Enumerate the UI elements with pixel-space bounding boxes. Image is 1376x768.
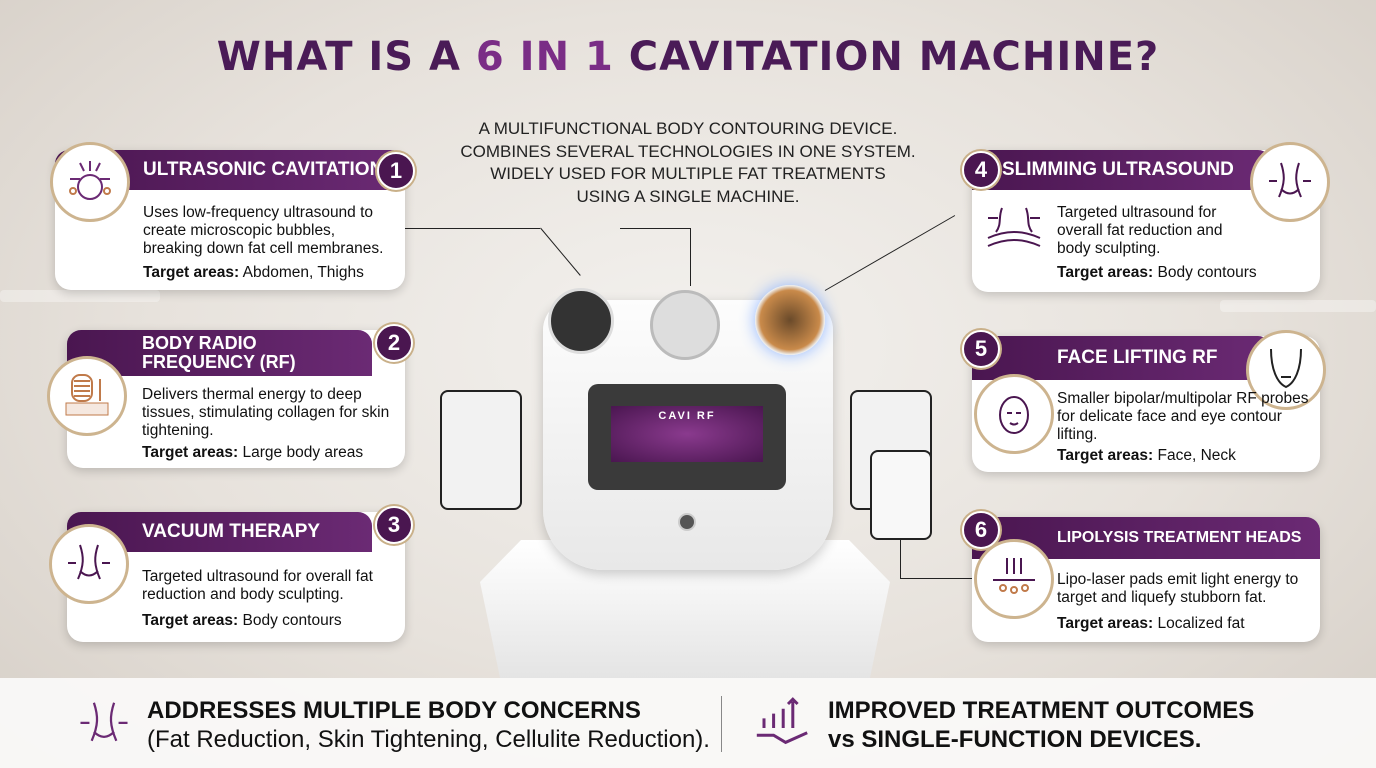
- card-title: ULTRASONIC CAVITATION: [143, 159, 384, 180]
- footer-benefits: ADDRESSES MULTIPLE BODY CONCERNS(Fat Red…: [0, 678, 1376, 768]
- subtitle-line: A multifunctional body contouring device…: [478, 119, 898, 138]
- face-icon: [974, 374, 1054, 454]
- subtitle-line: Widely used for multiple fat treatments: [490, 164, 886, 183]
- footer-divider: [721, 696, 722, 752]
- card-title: SLIMMING ULTRASOUND: [1002, 159, 1234, 180]
- card-description: Smaller bipolar/multipolar RF probes for…: [1057, 390, 1309, 443]
- card-target-areas: Target areas: Body contours: [142, 612, 342, 629]
- card-target-areas: Target areas: Large body areas: [142, 444, 364, 461]
- laser-skin-icon: [974, 539, 1054, 619]
- background-shelf: [0, 290, 160, 302]
- connector-line: [540, 227, 581, 276]
- waist-icon: [49, 524, 129, 604]
- number-badge: 2: [375, 324, 413, 362]
- footer-left-detail: (Fat Reduction, Skin Tightening, Celluli…: [147, 726, 710, 753]
- number-badge: 6: [962, 511, 1000, 549]
- card-description: Targeted ultrasound for overall fat redu…: [1057, 204, 1223, 257]
- waist-icon: [80, 702, 128, 742]
- background-shelf: [1220, 300, 1376, 312]
- waist-icon: [1250, 142, 1330, 222]
- connector-line: [900, 578, 972, 579]
- card-header: SLIMMING ULTRASOUND: [972, 150, 1272, 190]
- footer-left-text: ADDRESSES MULTIPLE BODY CONCERNS(Fat Red…: [147, 696, 710, 754]
- card-title: FACE LIFTING RF: [1057, 347, 1218, 368]
- feature-card-slimming-ultrasound: SLIMMING ULTRASOUND 4 Targeted ultrasoun…: [962, 142, 1330, 292]
- card-target-areas: Target areas: Body contours: [1057, 264, 1257, 281]
- feature-card-ultrasonic-cavitation: ULTRASONIC CAVITATION 1 Uses low-frequen…: [50, 142, 415, 290]
- card-header: FACE LIFTING RF: [972, 336, 1272, 380]
- card-title: VACUUM THERAPY: [142, 521, 321, 542]
- connector-line: [405, 228, 540, 229]
- card-title: LIPOLYSIS TREATMENT HEADS: [1057, 529, 1302, 546]
- connector-line: [824, 215, 956, 291]
- footer-right-title: IMPROVED TREATMENT OUTCOMES: [828, 697, 1255, 724]
- card-target-areas: Target areas: Abdomen, Thighs: [143, 264, 364, 281]
- subtitle-line: Combines several technologies in one sys…: [460, 141, 916, 161]
- card-title: BODY RADIO FREQUENCY (RF): [142, 333, 296, 372]
- connector-line: [620, 228, 690, 229]
- fat-cell-cavitation-icon: [50, 142, 130, 222]
- feature-card-lipolysis-heads: LIPOLYSIS TREATMENT HEADS 6 Lipo-laser p…: [962, 511, 1320, 642]
- card-description: Delivers thermal energy to deep tissues,…: [142, 386, 390, 439]
- growth-chart-hand-icon: [756, 697, 808, 745]
- feature-card-body-rf: BODY RADIO FREQUENCY (RF) 2 Delivers the…: [47, 324, 413, 468]
- number-badge: 1: [377, 152, 415, 190]
- machine-screen-label: CAVI RF: [658, 410, 716, 422]
- footer-right-detail: vs SINGLE-FUNCTION DEVICES.: [828, 726, 1202, 753]
- number-badge: 4: [962, 151, 1000, 189]
- card-header: BODY RADIO FREQUENCY (RF): [67, 330, 372, 376]
- card-description: Lipo-laser pads emit light energy to tar…: [1057, 571, 1299, 606]
- feature-card-face-lifting-rf: FACE LIFTING RF 5 Smaller bipolar/multip…: [962, 330, 1326, 472]
- subtitle: A multifunctional body contouring device…: [388, 118, 988, 208]
- lipo-pad: [440, 390, 522, 510]
- connector-line: [690, 228, 691, 286]
- number-badge: 5: [962, 330, 1000, 368]
- footer-left-title: ADDRESSES MULTIPLE BODY CONCERNS: [147, 697, 641, 724]
- jawline-icon: [1246, 330, 1326, 410]
- number-badge: 3: [375, 506, 413, 544]
- card-description: Uses low-frequency ultrasound to create …: [143, 204, 384, 257]
- card-target-areas: Target areas: Face, Neck: [1057, 447, 1236, 464]
- feature-card-vacuum-therapy: VACUUM THERAPY 3 Targeted ultrasound for…: [49, 506, 413, 642]
- lipo-pad: [870, 450, 932, 540]
- rf-coil-skin-icon: [47, 356, 127, 436]
- card-description: Targeted ultrasound for overall fat redu…: [142, 568, 373, 603]
- body-contour-icon: [987, 207, 1041, 247]
- power-button: [678, 513, 696, 531]
- subtitle-line: using a single machine.: [576, 186, 800, 206]
- page-title: WHAT IS A 6 IN 1 CAVITATION MACHINE?: [216, 34, 1160, 80]
- card-target-areas: Target areas: Localized fat: [1057, 615, 1245, 632]
